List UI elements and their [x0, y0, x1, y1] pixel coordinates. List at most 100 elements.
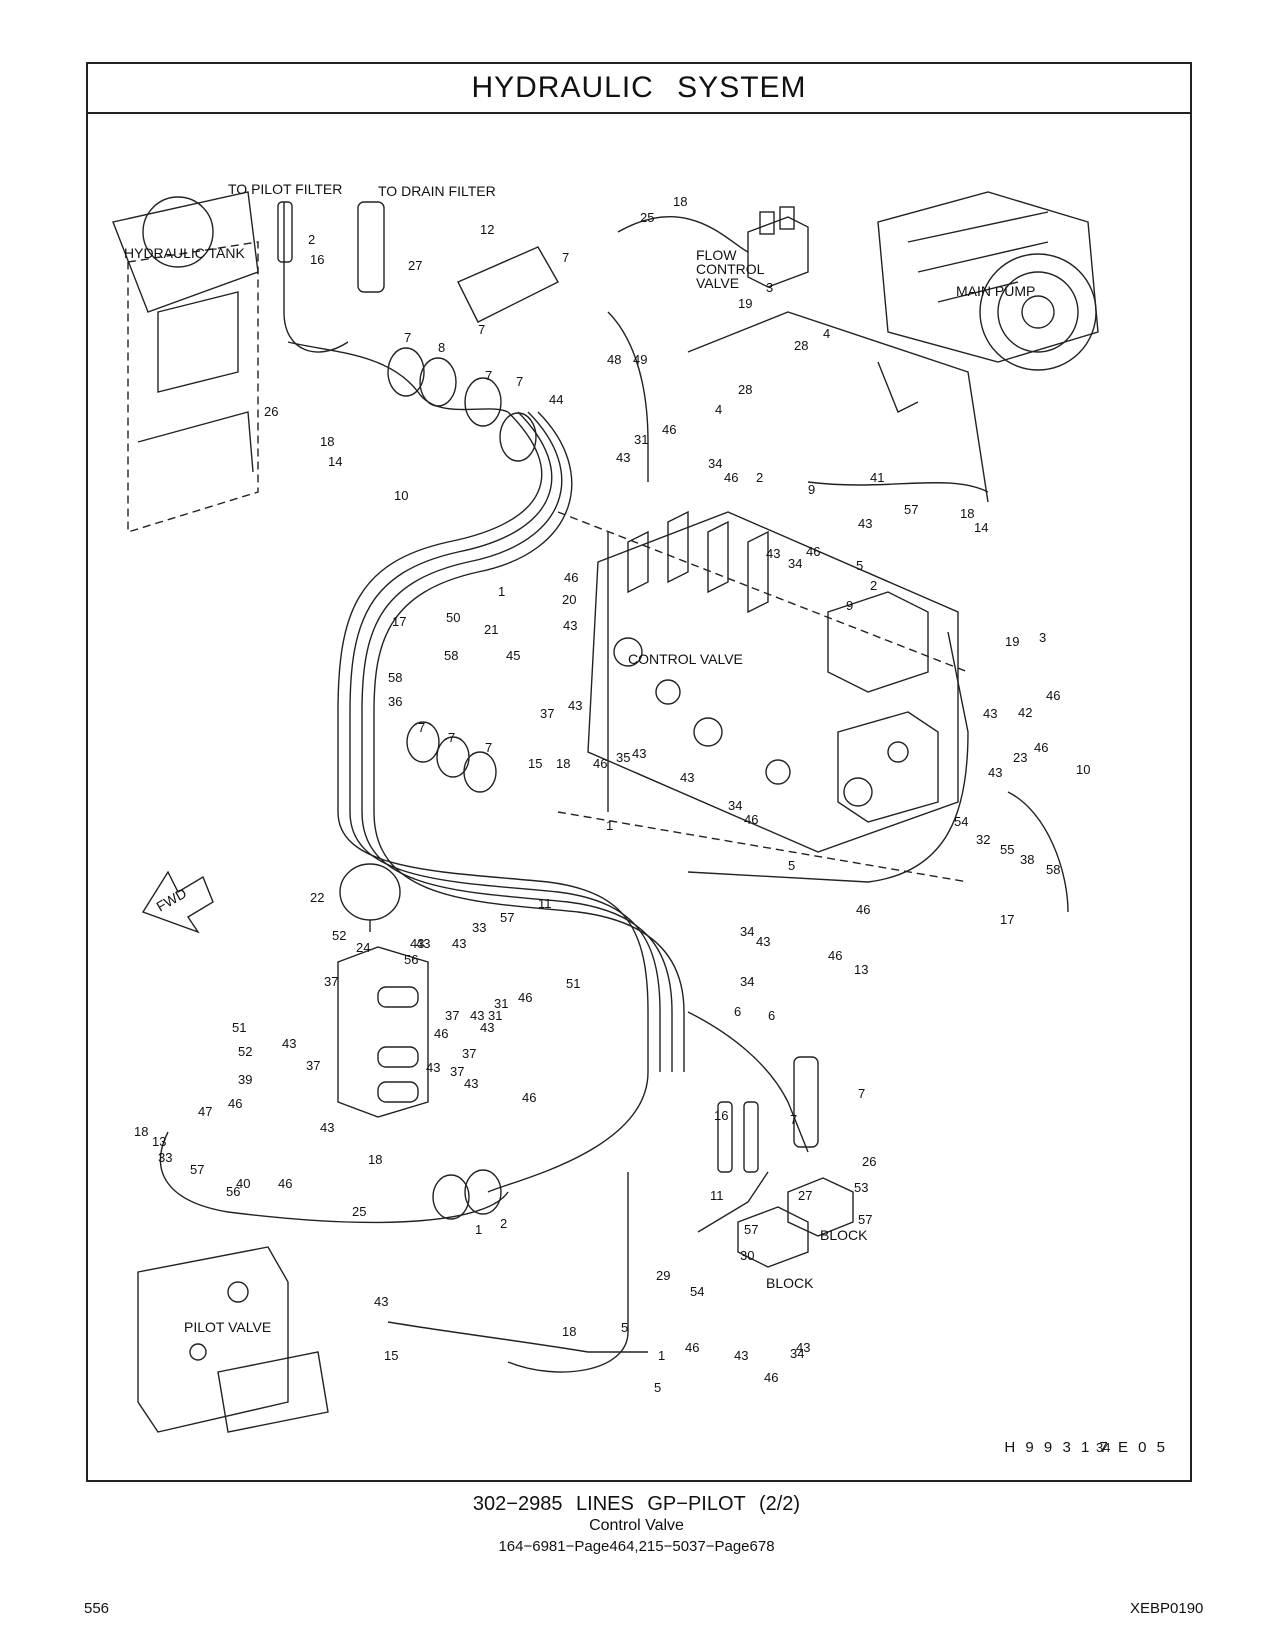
part-callout: 34: [740, 974, 754, 989]
part-callout: 3: [766, 280, 773, 295]
part-callout: 23: [1013, 750, 1027, 765]
part-callout: 37: [445, 1008, 459, 1023]
part-callout: 31: [634, 432, 648, 447]
part-callout: 52: [238, 1044, 252, 1059]
part-callout: 43: [858, 516, 872, 531]
part-callout: 7: [448, 730, 455, 745]
part-callout: 34: [790, 1346, 804, 1361]
part-callout: 13: [152, 1134, 166, 1149]
pilot-valve-drawing: [137, 1246, 329, 1433]
part-callout: 43: [452, 936, 466, 951]
part-callout: 27: [408, 258, 422, 273]
part-callout: 18: [134, 1124, 148, 1139]
part-callout: 33: [158, 1150, 172, 1165]
part-callout: 43: [374, 1294, 388, 1309]
part-callout: 2: [756, 470, 763, 485]
part-callout: 34: [728, 798, 742, 813]
part-callout: 46: [518, 990, 532, 1005]
part-callout: 54: [690, 1284, 704, 1299]
part-callout: 21: [484, 622, 498, 637]
part-callout: 43: [766, 546, 780, 561]
part-callout: 6: [768, 1008, 775, 1023]
label-hydraulic-tank: HYDRAULIC TANK: [124, 245, 246, 261]
part-callout: 46: [856, 902, 870, 917]
part-callout: 42: [1018, 705, 1032, 720]
part-callout: 5: [856, 558, 863, 573]
part-callout: 18: [960, 506, 974, 521]
part-callout: 46: [685, 1340, 699, 1355]
caption-subtitle: Control Valve: [589, 1517, 684, 1534]
label-main-pump: MAIN PUMP: [956, 283, 1035, 299]
part-callout: 2: [308, 232, 315, 247]
part-callout: 34: [1096, 1440, 1110, 1455]
part-callout: 34: [740, 924, 754, 939]
part-callout: 57: [904, 502, 918, 517]
part-callout: 46: [724, 470, 738, 485]
part-callout: 50: [446, 610, 460, 625]
part-callout: 1: [606, 818, 613, 833]
part-callout: 29: [656, 1268, 670, 1283]
part-callout: 7: [418, 720, 425, 735]
part-callout: 7: [404, 330, 411, 345]
part-callout: 43: [616, 450, 630, 465]
part-callout: 18: [368, 1152, 382, 1167]
part-callout: 34: [788, 556, 802, 571]
part-callout: 15: [528, 756, 542, 771]
part-callout: 36: [388, 694, 402, 709]
part-callout: 28: [738, 382, 752, 397]
part-callout: 19: [1005, 634, 1019, 649]
filter-hoses: [277, 201, 819, 1173]
title-bar: HYDRAULIC SYSTEM: [88, 64, 1190, 114]
part-callout: 51: [232, 1020, 246, 1035]
part-callout: 43: [563, 618, 577, 633]
part-callout: 46: [278, 1176, 292, 1191]
part-callout: 43: [282, 1036, 296, 1051]
part-callout: 43: [734, 1348, 748, 1363]
part-callout: 16: [310, 252, 324, 267]
part-callout: 43: [680, 770, 694, 785]
label-control-valve: CONTROL VALVE: [628, 651, 743, 667]
part-callout: 43: [410, 936, 424, 951]
part-callout: 17: [1000, 912, 1014, 927]
page-number: 556: [84, 1600, 110, 1617]
part-callout: 22: [310, 890, 324, 905]
part-callout: 1: [498, 584, 505, 599]
part-callout: 26: [264, 404, 278, 419]
part-callout: 37: [450, 1064, 464, 1079]
part-callout: 40: [236, 1176, 250, 1191]
part-callout: 49: [633, 352, 647, 367]
part-callout: 46: [434, 1026, 448, 1041]
part-callout: 7: [485, 368, 492, 383]
part-callout: 9: [808, 482, 815, 497]
part-callout: 1: [475, 1222, 482, 1237]
part-callout: 46: [564, 570, 578, 585]
part-callout: 26: [862, 1154, 876, 1169]
part-callout: 7: [790, 1112, 797, 1127]
part-callout: 46: [1034, 740, 1048, 755]
part-callout: 52: [332, 928, 346, 943]
part-callout: 7: [478, 322, 485, 337]
part-callout: 37: [540, 706, 554, 721]
label-block-upper: BLOCK: [820, 1227, 868, 1243]
part-callout: 46: [522, 1090, 536, 1105]
part-callout: 43: [988, 765, 1002, 780]
part-callout: 5: [621, 1320, 628, 1335]
part-callout: 43: [632, 746, 646, 761]
part-callout: 31: [488, 1008, 502, 1023]
part-callout: 58: [1046, 862, 1060, 877]
part-callout: 28: [794, 338, 808, 353]
part-callout: 43: [426, 1060, 440, 1075]
part-callout: 53: [854, 1180, 868, 1195]
part-callout: 5: [788, 858, 795, 873]
part-callout: 14: [974, 520, 988, 535]
part-callout: 25: [352, 1204, 366, 1219]
control-valve-drawing: [557, 510, 969, 883]
part-callout: 37: [462, 1046, 476, 1061]
caption-title: 302−2985 LINES GP−PILOT (2/2): [472, 1493, 801, 1515]
part-callout: 46: [828, 948, 842, 963]
block-drawing-upper: [787, 1177, 854, 1237]
part-callout: 39: [238, 1072, 252, 1087]
part-callout: 4: [823, 326, 830, 341]
part-callout: 12: [480, 222, 494, 237]
